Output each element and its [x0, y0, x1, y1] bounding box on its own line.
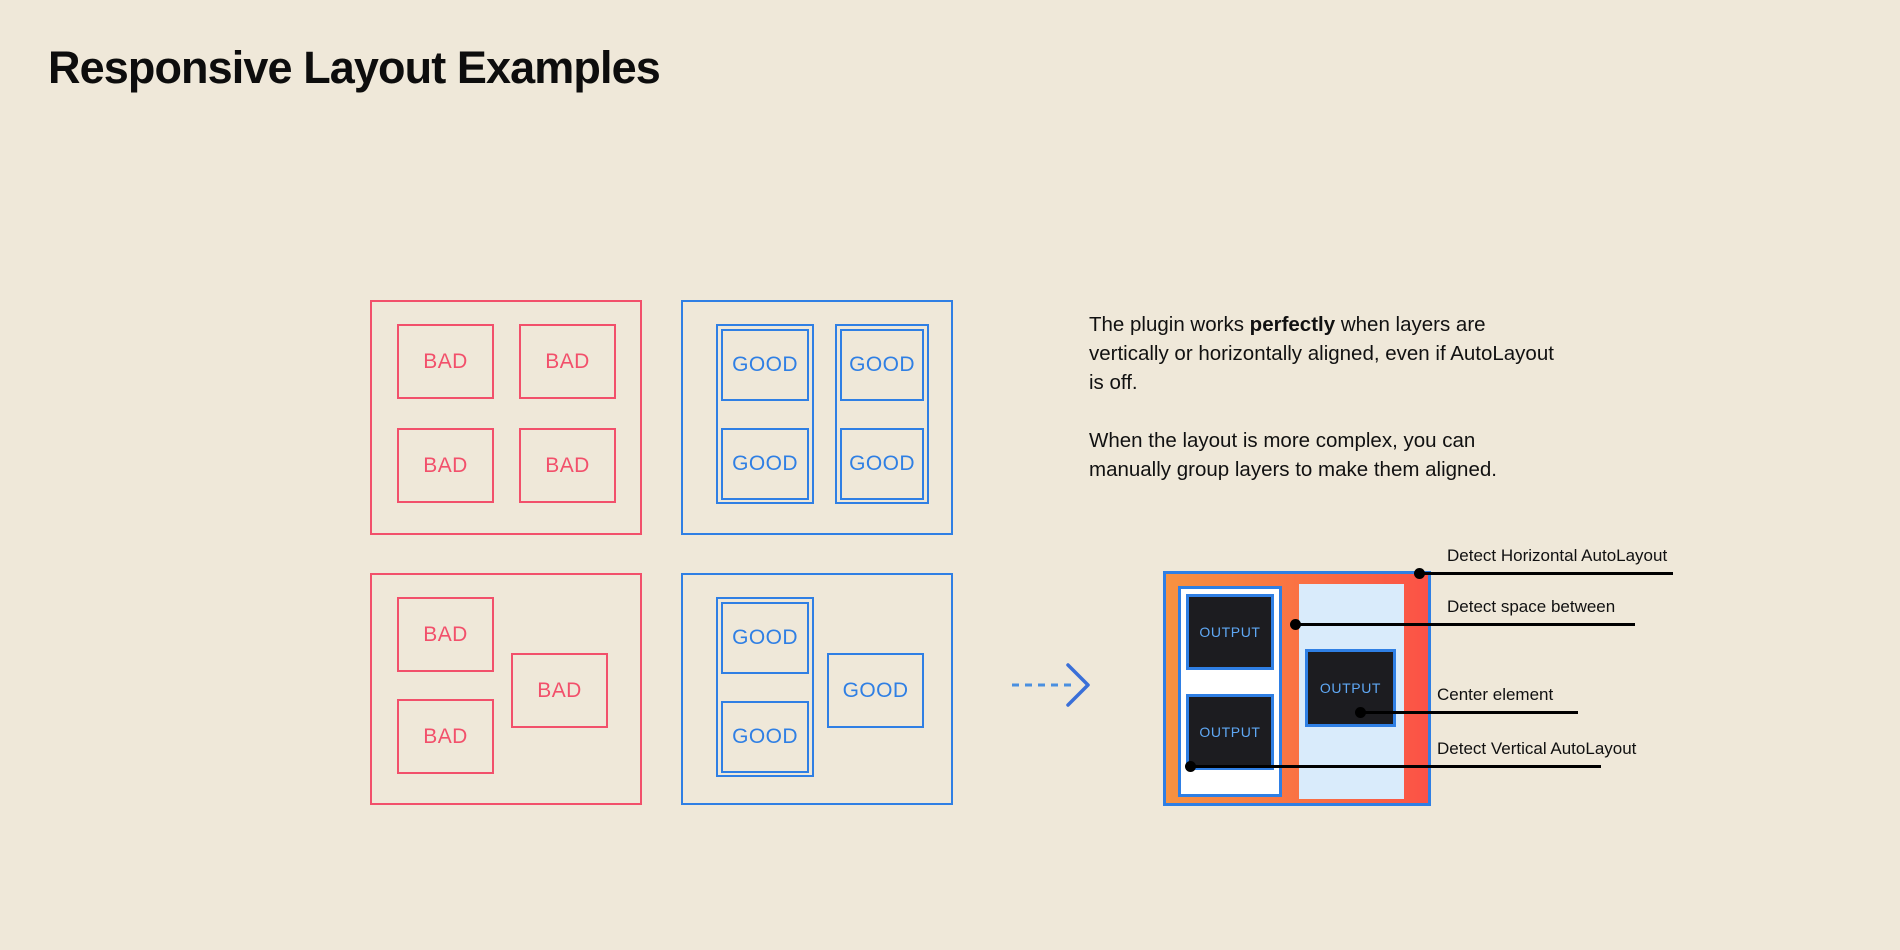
example-cell-good: GOOD — [721, 428, 809, 500]
callout-leader-line — [1419, 572, 1673, 575]
paragraph-1-emphasis: perfectly — [1249, 313, 1336, 336]
example-frame-bad-grid: BAD BAD BAD BAD — [370, 300, 642, 535]
example-cell-good: GOOD — [827, 653, 924, 728]
example-cell-good: GOOD — [721, 602, 809, 674]
result-group-left: OUTPUT OUTPUT — [1178, 586, 1282, 797]
layer-group: GOOD GOOD — [835, 324, 929, 504]
example-cell-bad: BAD — [519, 428, 616, 503]
output-panel: OUTPUT — [1305, 649, 1396, 727]
example-frame-good-freeform: GOOD GOOD GOOD — [681, 573, 953, 805]
description-text: The plugin works perfectly when layers a… — [1089, 310, 1559, 484]
callout-leader-line — [1190, 765, 1601, 768]
callout-label: Detect space between — [1447, 597, 1616, 616]
result-diagram: OUTPUT OUTPUT OUTPUT — [1163, 571, 1431, 806]
example-cell-bad: BAD — [519, 324, 616, 399]
example-cell-bad: BAD — [511, 653, 608, 728]
description-paragraph-1: The plugin works perfectly when layers a… — [1089, 310, 1559, 397]
page-title: Responsive Layout Examples — [48, 42, 661, 93]
example-cell-good: GOOD — [840, 329, 924, 401]
example-cell-bad: BAD — [397, 324, 494, 399]
example-cell-bad: BAD — [397, 699, 494, 774]
example-frame-good-grid: GOOD GOOD GOOD GOOD — [681, 300, 953, 535]
layer-group: GOOD GOOD — [716, 324, 814, 504]
example-cell-bad: BAD — [397, 428, 494, 503]
example-frame-bad-freeform: BAD BAD BAD — [370, 573, 642, 805]
output-panel: OUTPUT — [1186, 694, 1274, 770]
description-paragraph-2: When the layout is more complex, you can… — [1089, 429, 1497, 481]
paragraph-1-after: when layers are vertically or horizontal… — [1089, 313, 1554, 394]
callout-label: Center element — [1437, 685, 1554, 704]
output-panel: OUTPUT — [1186, 594, 1274, 670]
dashed-arrow-right-icon — [1012, 663, 1090, 707]
callout-label: Detect Horizontal AutoLayout — [1447, 546, 1668, 565]
layer-group: GOOD GOOD — [716, 597, 814, 777]
example-cell-bad: BAD — [397, 597, 494, 672]
example-cell-good: GOOD — [840, 428, 924, 500]
paragraph-1-before: The plugin works — [1089, 313, 1250, 336]
example-cell-good: GOOD — [721, 701, 809, 773]
callout-leader-line — [1295, 623, 1635, 626]
callout-leader-line — [1360, 711, 1578, 714]
callout-label: Detect Vertical AutoLayout — [1437, 739, 1637, 758]
example-cell-good: GOOD — [721, 329, 809, 401]
result-group-right: OUTPUT — [1299, 584, 1404, 799]
